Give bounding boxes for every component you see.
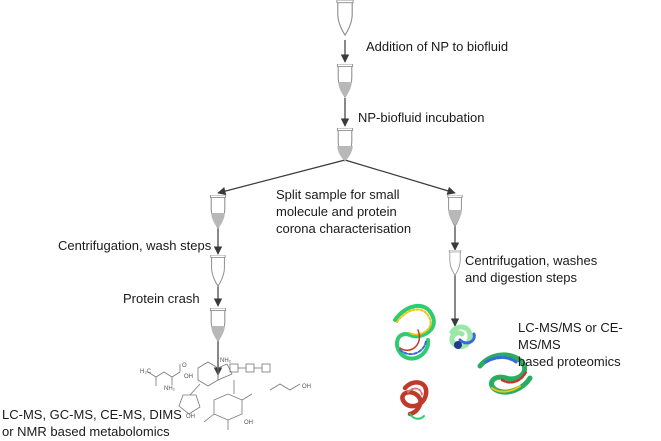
protein-ribbon-structures-icon	[393, 304, 533, 420]
tube-right-2	[448, 250, 462, 276]
tube-split	[336, 128, 354, 162]
label-left-wash: Centrifugation, wash steps	[58, 238, 212, 253]
label-split: Split sample for small molecule and prot…	[276, 187, 412, 236]
svg-text:OH: OH	[244, 420, 253, 426]
svg-text:O: O	[182, 363, 187, 369]
flow-arrows	[213, 40, 460, 376]
label-proteomics: LC-MS/MS or CE-MS/MS based proteomics	[518, 320, 623, 369]
label-addition: Addition of NP to biofluid	[366, 39, 509, 54]
chemical-structures-icon	[147, 361, 301, 430]
label-right-wash: Centrifugation, washes and digestion ste…	[465, 253, 598, 285]
chemical-labels: H₃C O OH NH₂ NH₂ OH OH OH	[140, 358, 311, 426]
svg-text:NH₂: NH₂	[220, 358, 232, 364]
svg-text:H₃C: H₃C	[140, 369, 152, 375]
tube-right-1	[447, 195, 463, 227]
arrow-split-right	[344, 159, 456, 195]
tube-incubation	[336, 64, 354, 98]
svg-text:OH: OH	[184, 374, 193, 380]
svg-text:OH: OH	[186, 414, 195, 420]
label-protein-crash: Protein crash	[123, 291, 200, 306]
svg-text:NH₂: NH₂	[164, 386, 176, 392]
tube-left-3	[209, 308, 227, 342]
tube-left-1	[209, 195, 227, 229]
tube-top	[336, 0, 354, 36]
arrow-split-left	[217, 159, 346, 196]
svg-text:OH: OH	[302, 384, 311, 390]
tube-left-2	[210, 255, 226, 287]
label-metabolomics: LC-MS, GC-MS, CE-MS, DIMS or NMR based m…	[2, 407, 182, 439]
label-incubation: NP-biofluid incubation	[358, 110, 485, 125]
